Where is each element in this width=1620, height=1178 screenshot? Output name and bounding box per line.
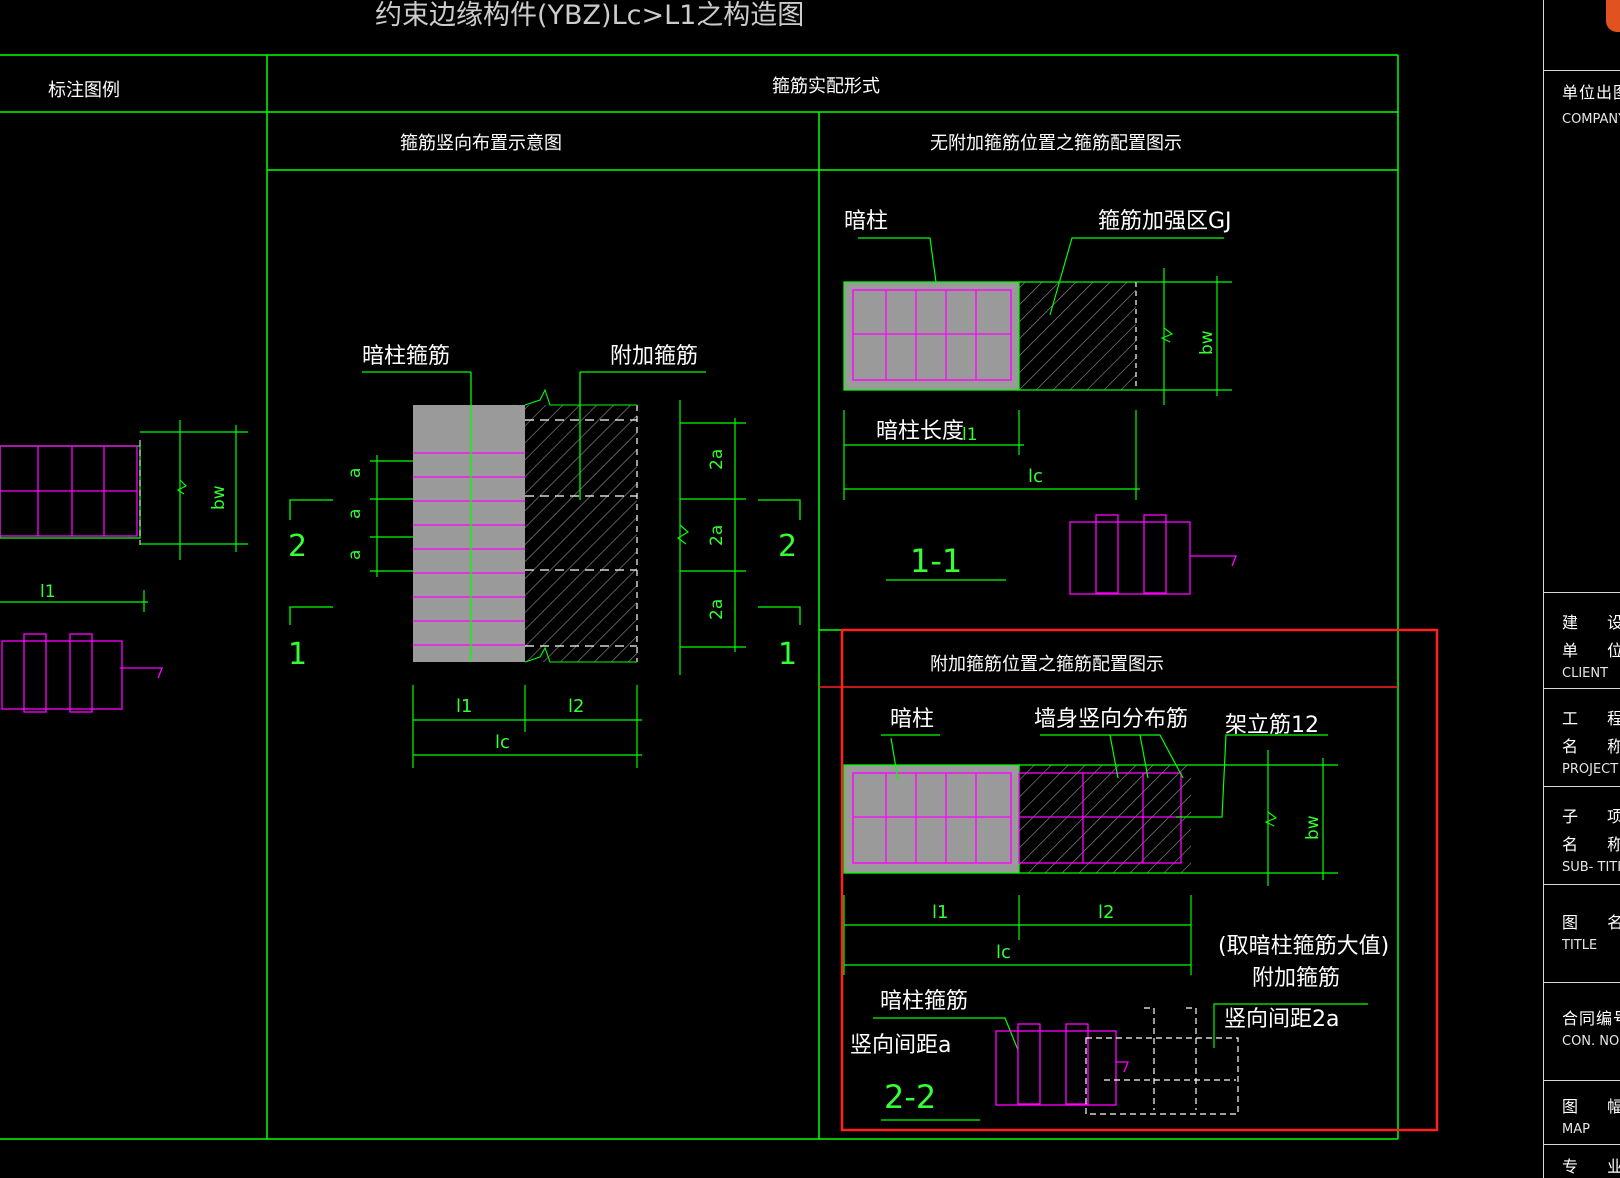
section-name-1-1: 1-1: [910, 542, 962, 580]
label-erection-bar: 架立筋12: [1225, 713, 1319, 738]
label-spacing-2a: 竖向间距2a: [1224, 1007, 1339, 1032]
tb-project-zh-1: 工 程: [1562, 709, 1620, 728]
dim-a-1: a: [345, 468, 365, 478]
tb-contract-zh: 合同编号: [1562, 1009, 1620, 1028]
header-no-additional: 无附加箍筋位置之箍筋配置图示: [930, 133, 1182, 154]
dim-l1-1-1: l1: [962, 425, 978, 445]
label-additional-stirrup-2-2: 附加箍筋: [1252, 966, 1340, 991]
section-mark-1-left: 1: [288, 637, 307, 672]
header-additional: 附加箍筋位置之箍筋配置图示: [930, 654, 1164, 675]
tb-subtitle: 子 项 名 称 SUB- TITLE: [1544, 786, 1620, 884]
dim-bw-1-1: bw: [1197, 330, 1217, 355]
dim-lc-2-2: lc: [996, 942, 1011, 963]
tb-map-en: MAP: [1562, 1122, 1590, 1137]
tb-contract-en: CON. NO.: [1562, 1034, 1620, 1049]
title-block: 单位出图 COMPANY 建 设 单 位 CLIENT 工 程 名 称 PROJ…: [1543, 0, 1620, 1178]
tb-map: 图 幅 MAP: [1544, 1080, 1620, 1144]
label-wall-vertical-bars: 墙身竖向分布筋: [1034, 707, 1188, 732]
label-column-stirrup: 暗柱箍筋: [362, 344, 450, 369]
header-stirrup-form: 箍筋实配形式: [772, 76, 880, 97]
label-column-2-2: 暗柱: [890, 707, 934, 732]
dim-l2-2-2: l2: [1098, 902, 1114, 923]
tb-map-zh: 图 幅: [1562, 1097, 1620, 1116]
tb-subtitle-zh-1: 子 项: [1562, 807, 1620, 826]
section-mark-1-right: 1: [778, 637, 797, 672]
dim-2a-3: 2a: [707, 599, 727, 620]
tb-company-zh: 单位出图: [1562, 83, 1620, 102]
tb-title: 图 名 TITLE: [1544, 884, 1620, 982]
drawing-title: 约束边缘构件(YBZ)Lc>L1之构造图: [375, 0, 804, 31]
tb-subtitle-zh-2: 名 称: [1562, 835, 1620, 854]
section-1-1-sketch: [843, 237, 1237, 595]
label-spacing-a: 竖向间距a: [850, 1033, 951, 1058]
legend-dim-l1: l1: [40, 582, 56, 602]
tb-client: 建 设 单 位 CLIENT: [1544, 592, 1620, 688]
table-grid: [0, 54, 1399, 1140]
legend-dim-bw: bw: [209, 485, 229, 510]
tb-company-en: COMPANY: [1562, 112, 1620, 127]
label-reinforced-zone: 箍筋加强区GJ: [1098, 209, 1232, 234]
tb-client-en: CLIENT: [1562, 666, 1609, 681]
dim-bw-2-2: bw: [1303, 815, 1323, 840]
tb-project-zh-2: 名 称: [1562, 737, 1620, 756]
tb-title-en: TITLE: [1562, 938, 1598, 953]
dim-l1-2-2: l1: [932, 902, 948, 923]
legend-section-sketch: [0, 420, 248, 713]
selection-highlight[interactable]: [840, 628, 1439, 1132]
dim-lc-1-1: lc: [1028, 466, 1043, 487]
label-column-stirrup-2-2: 暗柱箍筋: [880, 989, 968, 1014]
vertical-layout-sketch: [289, 371, 801, 768]
tb-client-zh-1: 建 设: [1562, 613, 1620, 632]
section-mark-2-right: 2: [778, 529, 797, 564]
tb-major-zh: 专 业: [1562, 1157, 1620, 1176]
section-2-2-sketch: [843, 734, 1368, 1121]
dim-2a-2: 2a: [707, 525, 727, 546]
company-logo: [1606, 0, 1620, 32]
header-legend: 标注图例: [48, 80, 120, 101]
tb-project: 工 程 名 称 PROJECT: [1544, 688, 1620, 786]
tb-subtitle-en: SUB- TITLE: [1562, 860, 1620, 875]
dim-a-3: a: [345, 550, 365, 560]
tb-title-zh: 图 名: [1562, 913, 1620, 932]
label-additional-stirrup: 附加箍筋: [610, 344, 698, 369]
dim-lc-vertical: lc: [495, 732, 510, 753]
tb-project-en: PROJECT: [1562, 762, 1619, 777]
note-take-max: (取暗柱箍筋大值): [1218, 934, 1389, 959]
header-vertical-layout: 箍筋竖向布置示意图: [400, 133, 562, 154]
label-column-length: 暗柱长度: [876, 419, 964, 444]
dim-2a-1: 2a: [707, 449, 727, 470]
tb-contract: 合同编号 CON. NO.: [1544, 982, 1620, 1080]
tb-company: 单位出图 COMPANY: [1544, 70, 1620, 592]
section-name-2-2: 2-2: [884, 1078, 936, 1116]
dim-l2-vertical: l2: [568, 696, 584, 717]
section-mark-2-left: 2: [288, 529, 307, 564]
tb-client-zh-2: 单 位: [1562, 641, 1620, 660]
dim-l1-vertical: l1: [456, 696, 472, 717]
tb-major: 专 业: [1544, 1144, 1620, 1178]
label-column-1-1: 暗柱: [844, 209, 888, 234]
dim-a-2: a: [345, 509, 365, 519]
